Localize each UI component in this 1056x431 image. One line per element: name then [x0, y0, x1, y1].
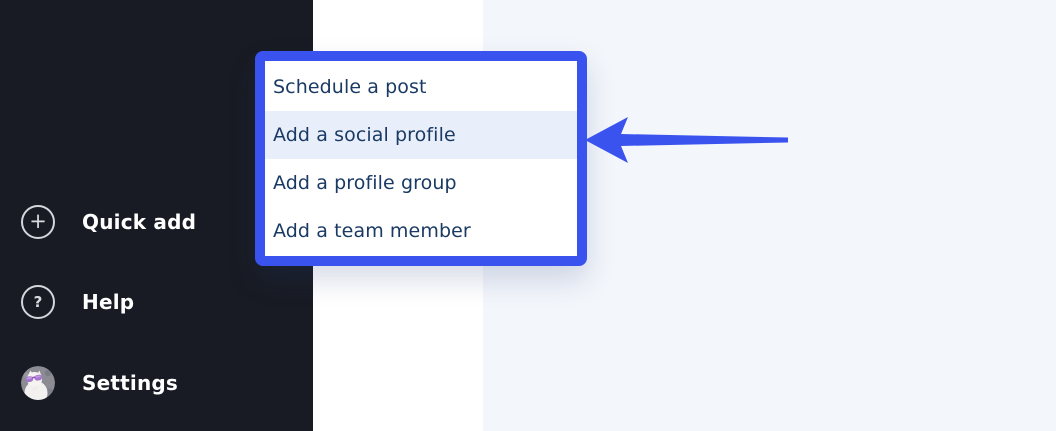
sidebar-item-label: Help [82, 290, 135, 314]
menu-item-add-a-social-profile[interactable]: Add a social profile [265, 111, 577, 159]
menu-item-add-a-team-member[interactable]: Add a team member [273, 220, 471, 242]
menu-item-schedule-a-post[interactable]: Schedule a post [273, 76, 427, 98]
plus-glyph: + [29, 208, 47, 233]
sidebar-item-label: Quick add [82, 210, 197, 234]
menu-item-add-a-profile-group[interactable]: Add a profile group [273, 172, 457, 194]
avatar [21, 366, 55, 400]
sidebar-item-quick-add[interactable]: + Quick add [21, 204, 196, 240]
question-glyph: ? [33, 292, 43, 311]
avatar-image [21, 366, 55, 400]
sidebar-item-settings[interactable]: Settings [21, 365, 178, 401]
sidebar-item-help[interactable]: ? Help [21, 284, 134, 320]
quick-add-menu: Schedule a post Add a social profile Add… [255, 51, 587, 266]
plus-circle-icon: + [21, 205, 55, 239]
quick-add-menu-list: Schedule a post Add a social profile Add… [265, 61, 577, 255]
question-circle-icon: ? [21, 285, 55, 319]
sidebar-item-label: Settings [82, 371, 179, 395]
